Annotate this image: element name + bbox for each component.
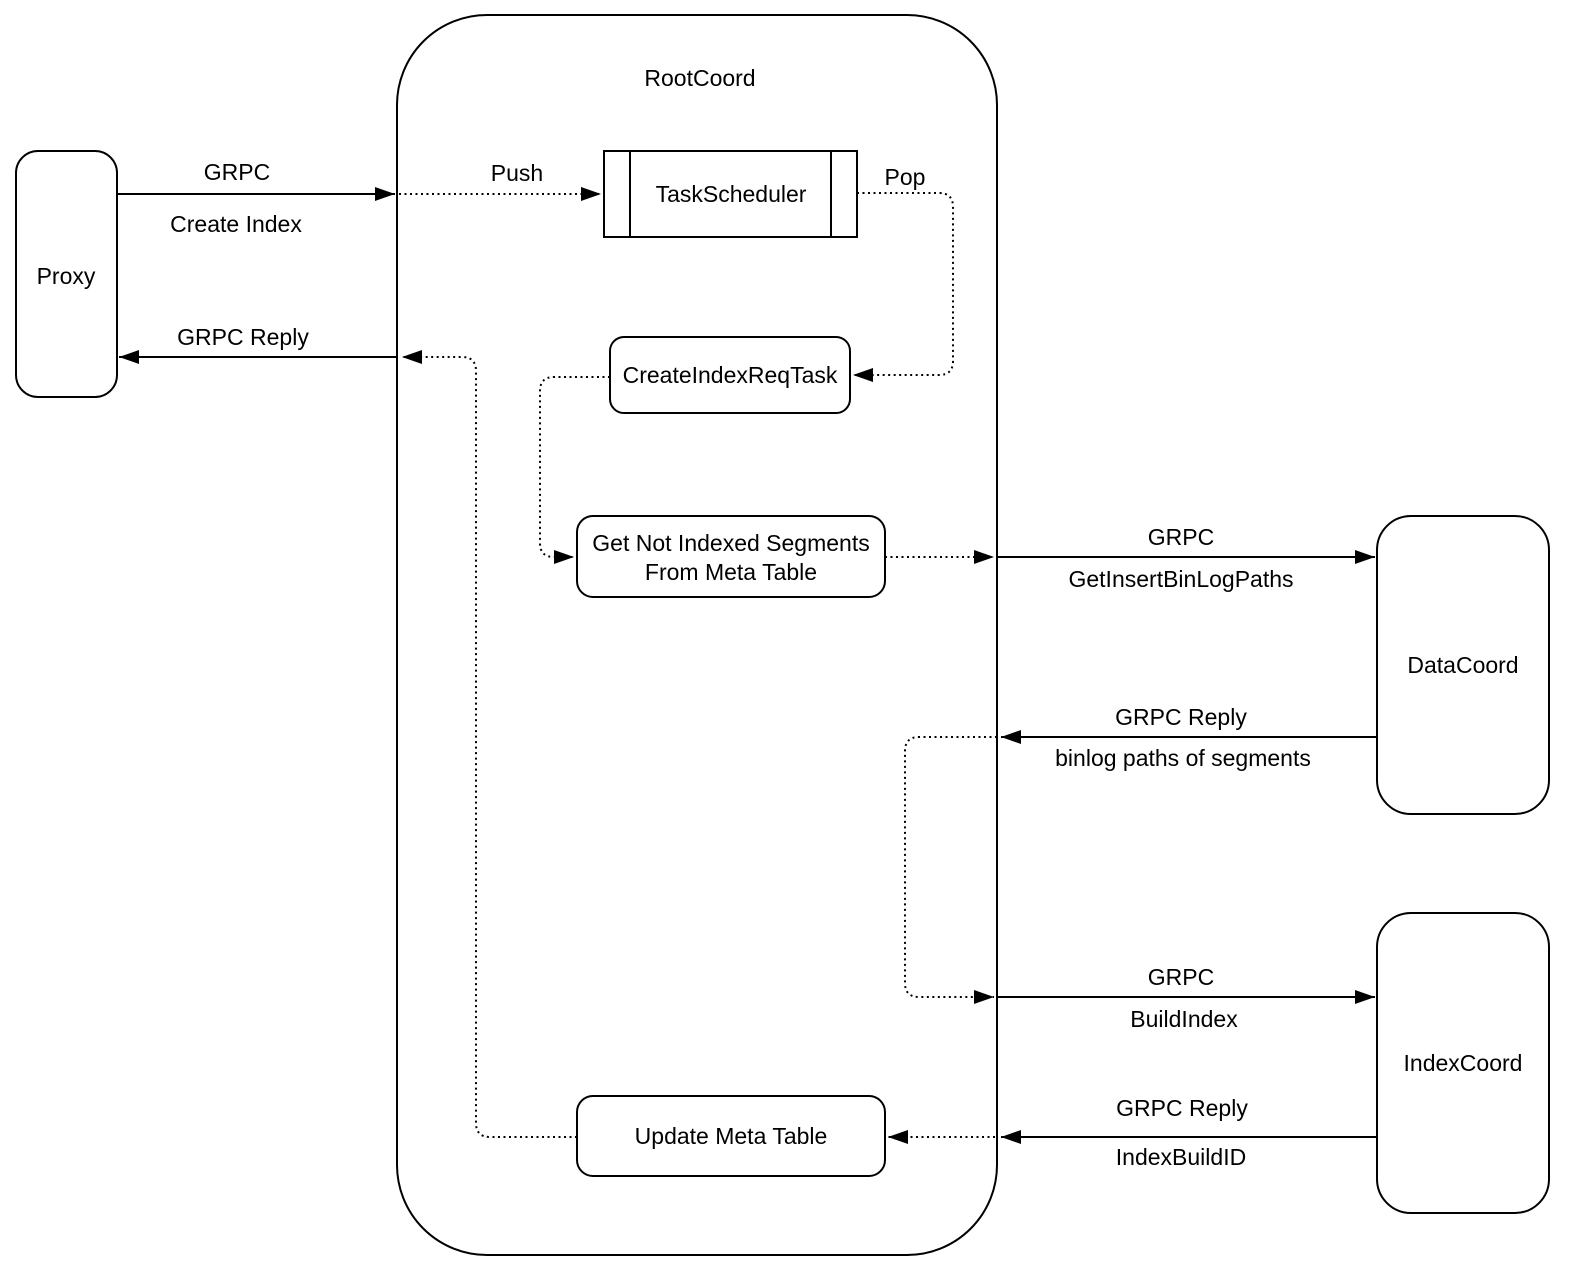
rootcoord-boundary [396,14,998,1256]
task-to-get-not-indexed-arrow [539,376,610,564]
get-not-indexed-segments-label-line2: From Meta Table [645,559,817,585]
pop-label: Pop [885,164,926,190]
grpc-reply-to-proxy-label: GRPC Reply [177,324,309,350]
grpc-build-index-label: GRPC [1148,964,1214,990]
grpc-reply-binlog-paths-label: GRPC Reply [1115,704,1247,730]
grpc-build-index-sublabel: BuildIndex [1130,1006,1238,1032]
edge-pop: Pop [853,164,954,382]
edge-push: Push [399,160,601,201]
edge-update-meta-to-proxy-reply [402,350,577,1138]
proxy-node: Proxy [15,150,118,398]
grpc-reply-index-build-id-sublabel: IndexBuildID [1116,1144,1246,1170]
edge-binlog-to-build-index-connector [904,736,997,1004]
grpc-create-index-sublabel: Create Index [170,211,302,237]
edge-grpc-reply-to-proxy: GRPC Reply [119,324,397,364]
update-meta-table-node: Update Meta Table [576,1095,886,1177]
task-scheduler-label: TaskScheduler [656,181,807,207]
rootcoord-label: RootCoord [644,65,755,91]
edge-grpc-reply-binlog-paths: GRPC Reply binlog paths of segments [1001,704,1377,771]
get-not-indexed-segments-label-line1: Get Not Indexed Segments [592,530,869,556]
indexcoord-node: IndexCoord [1376,912,1550,1214]
datacoord-label: DataCoord [1407,652,1518,678]
datacoord-box [1376,515,1550,815]
task-scheduler-node: TaskScheduler [603,150,858,238]
proxy-label: Proxy [37,263,96,289]
get-not-indexed-segments-node: Get Not Indexed Segments From Meta Table [576,515,886,598]
edge-task-to-get-not-indexed [539,376,610,564]
update-meta-to-proxy-reply-path [402,350,577,1138]
grpc-reply-index-build-id-label: GRPC Reply [1116,1095,1248,1121]
edge-grpc-build-index: GRPC BuildIndex [997,964,1375,1032]
pop-arrow [853,192,954,382]
datacoord-node: DataCoord [1376,515,1550,815]
update-meta-table-label: Update Meta Table [635,1123,828,1149]
grpc-create-index-label: GRPC [204,159,270,185]
grpc-reply-binlog-paths-sublabel: binlog paths of segments [1055,745,1311,771]
grpc-get-insert-bin-log-paths-sublabel: GetInsertBinLogPaths [1068,566,1293,592]
task-scheduler-box [603,150,858,238]
edge-grpc-create-index: GRPC Create Index [117,159,395,237]
rootcoord-container: RootCoord [396,14,998,1256]
push-label: Push [491,160,543,186]
proxy-box [15,150,118,398]
indexcoord-label: IndexCoord [1404,1050,1523,1076]
edge-grpc-reply-index-build-id: GRPC Reply IndexBuildID [1001,1095,1377,1170]
create-index-req-task-label: CreateIndexReqTask [623,362,838,388]
indexcoord-box [1376,912,1550,1214]
grpc-get-insert-bin-log-paths-label: GRPC [1148,524,1214,550]
edge-grpc-get-insert-bin-log-paths: GRPC GetInsertBinLogPaths [997,524,1375,592]
create-index-req-task-node: CreateIndexReqTask [609,336,851,414]
create-index-req-task-box [609,336,851,414]
binlog-to-build-index-connector-path [904,736,997,1004]
